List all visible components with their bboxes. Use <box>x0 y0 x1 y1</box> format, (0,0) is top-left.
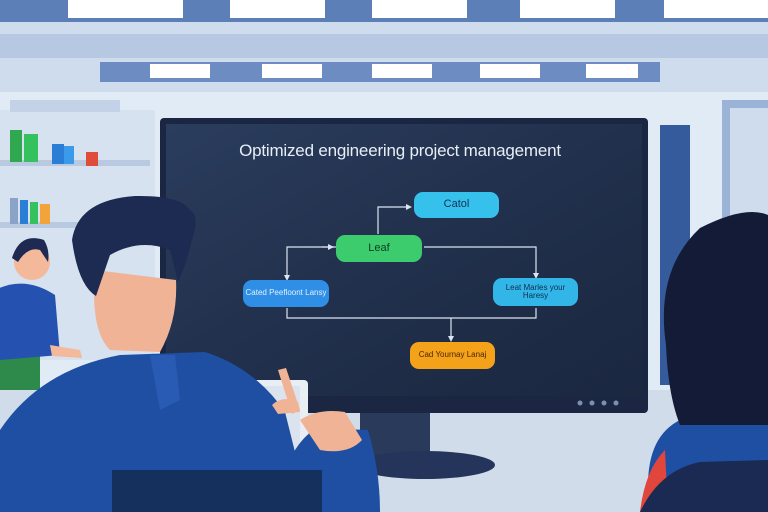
screen-title: Optimized engineering project management <box>239 141 561 160</box>
flowchart-node-right: Leat Marles your Haresy <box>493 278 578 306</box>
flowchart-node-left: Cated Peefloont Lansy <box>243 280 329 307</box>
flowchart-node-middle: Leaf <box>336 235 422 262</box>
foreground-woman <box>640 211 768 512</box>
background-person <box>0 238 82 390</box>
flowchart-connectors <box>286 206 537 339</box>
flowchart-node-bottom: Cad Yournay Lanaj <box>410 342 495 369</box>
flowchart-node-top: Catol <box>414 192 499 218</box>
foreground-man <box>0 195 380 512</box>
flowchart-arrowheads <box>284 204 539 342</box>
ceiling-lights <box>0 0 768 82</box>
